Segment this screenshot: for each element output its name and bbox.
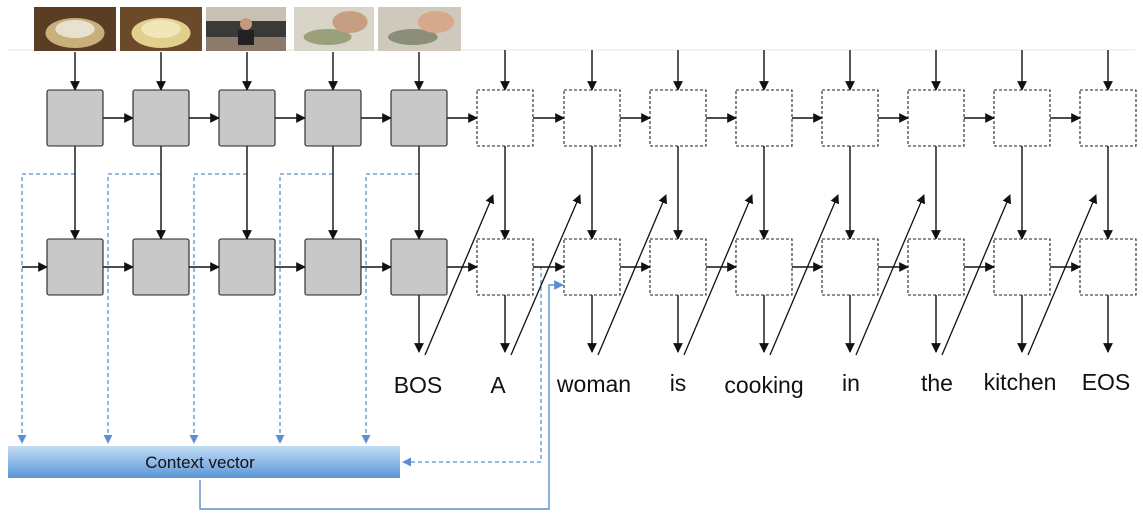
decoder-cell-2: [476, 238, 534, 296]
feedback-arrow: [855, 194, 925, 356]
query-arrow: [402, 266, 542, 467]
decoder-cell-2: [649, 238, 707, 296]
decoder-cell-1: [993, 89, 1051, 147]
attention-tap-arrow: [103, 173, 161, 444]
feedback-arrow: [1027, 194, 1097, 356]
encoder-cell-1: [390, 89, 448, 147]
attention-tap-arrow: [275, 173, 333, 444]
feedback-arrow: [510, 194, 581, 356]
decoder-cell-2: [821, 238, 879, 296]
video-frame-3: [206, 7, 286, 51]
context-vector: Context vector: [8, 446, 400, 478]
food-shape: [387, 29, 438, 45]
person-head-shape: [240, 18, 252, 30]
output-word: A: [490, 372, 506, 398]
decoder-cell-1: [907, 89, 965, 147]
encoder-cell-2: [390, 238, 448, 296]
encoder-cell-1: [132, 89, 190, 147]
hand-shape: [417, 11, 455, 33]
lstm-connections: [22, 50, 1113, 356]
decoder-cell-1: [476, 89, 534, 147]
feedback-arrow: [769, 194, 839, 356]
output-word: cooking: [724, 372, 803, 398]
decoder-cell-1: [1079, 89, 1137, 147]
decoder-cell-1: [649, 89, 707, 147]
encoder-cell-1: [46, 89, 104, 147]
encoder-cell-1: [304, 89, 362, 147]
encoder-cell-2: [46, 238, 104, 296]
encoder-cell-1: [218, 89, 276, 147]
food-shape: [55, 20, 95, 38]
attention-tap-arrow: [361, 173, 419, 444]
feedback-arrow: [424, 194, 494, 356]
lstm-cells: [46, 89, 1137, 296]
decoder-cell-2: [1079, 238, 1137, 296]
kitchen-wall-shape: [206, 7, 286, 21]
video-frame-4: [294, 7, 374, 51]
decoder-cell-1: [821, 89, 879, 147]
output-word: is: [670, 370, 687, 396]
output-word: the: [921, 370, 953, 396]
attention-tap-arrow: [17, 173, 75, 444]
feedback-arrow: [941, 194, 1011, 356]
context-vector-label: Context vector: [145, 453, 255, 472]
decoder-cell-2: [563, 238, 621, 296]
decoder-cell-2: [907, 238, 965, 296]
encoder-cell-2: [304, 238, 362, 296]
hand-shape: [332, 11, 368, 33]
encoder-cell-2: [132, 238, 190, 296]
output-word: EOS: [1082, 369, 1131, 395]
video-frame-5: [378, 7, 461, 51]
person-body-shape: [238, 30, 254, 45]
decoder-cell-1: [735, 89, 793, 147]
video-frames: [8, 7, 1135, 51]
video-frame-1: [34, 7, 116, 51]
food-shape: [141, 20, 181, 38]
decoder-cell-2: [735, 238, 793, 296]
feedback-arrow: [597, 194, 667, 356]
output-word: BOS: [394, 372, 443, 398]
output-word: woman: [556, 371, 631, 397]
food-shape: [303, 29, 352, 45]
output-word: in: [842, 370, 860, 396]
decoder-cell-2: [993, 238, 1051, 296]
attention-tap-arrow: [189, 173, 247, 444]
decoder-cell-1: [563, 89, 621, 147]
encoder-cell-2: [218, 238, 276, 296]
context-feed-arrow: [199, 280, 564, 510]
context-vector-box: [8, 446, 400, 478]
video-frame-2: [120, 7, 202, 51]
output-word: kitchen: [984, 369, 1057, 395]
feedback-arrow: [683, 194, 753, 356]
